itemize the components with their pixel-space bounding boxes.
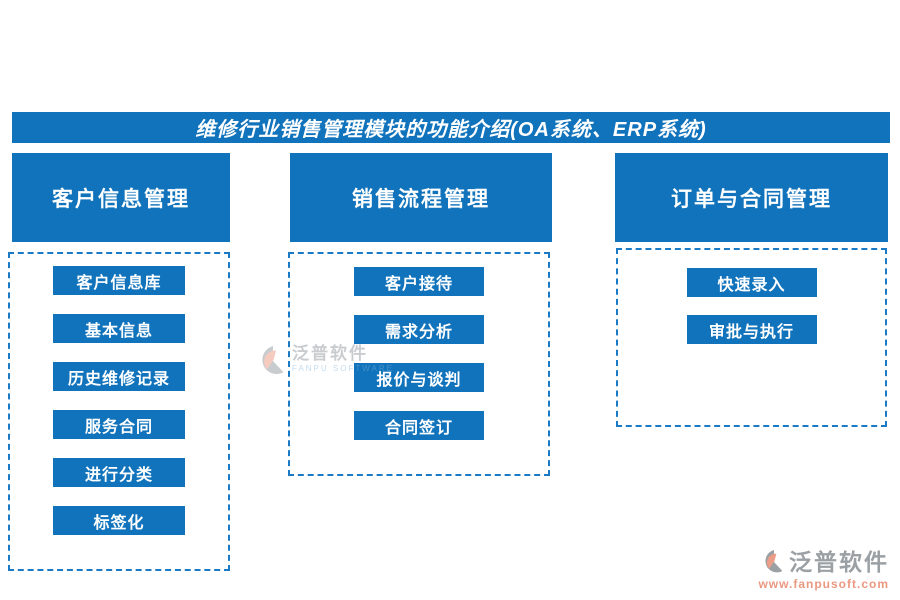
panel-order-contract: 快速录入 审批与执行	[616, 248, 887, 427]
item-quick-entry: 快速录入	[686, 268, 817, 297]
item-tagging: 标签化	[53, 506, 185, 535]
fanpu-logo-icon	[262, 346, 284, 375]
column-header-customer-info: 客户信息管理	[12, 153, 230, 242]
item-classification: 进行分类	[53, 458, 185, 487]
item-approval-execution: 审批与执行	[686, 315, 817, 344]
panel-sales-process: 客户接待 需求分析 报价与谈判 合同签订	[288, 252, 550, 476]
corner-watermark: 泛普软件 www.fanpusoft.com	[758, 548, 889, 591]
watermark-brand-text: 泛普软件	[789, 549, 889, 575]
item-repair-history: 历史维修记录	[53, 362, 185, 391]
item-quote-negotiation: 报价与谈判	[354, 363, 484, 392]
item-contract-signing: 合同签订	[354, 411, 484, 440]
page-title: 维修行业销售管理模块的功能介绍(OA系统、ERP系统)	[12, 112, 890, 143]
item-basic-info: 基本信息	[53, 314, 185, 343]
item-customer-reception: 客户接待	[354, 267, 484, 296]
watermark-url-text: www.fanpusoft.com	[758, 577, 889, 591]
item-demand-analysis: 需求分析	[354, 315, 484, 344]
item-customer-info-db: 客户信息库	[53, 266, 185, 295]
panel-customer-info: 客户信息库 基本信息 历史维修记录 服务合同 进行分类 标签化	[8, 252, 230, 571]
fanpu-logo-icon	[765, 550, 783, 573]
item-service-contract: 服务合同	[53, 410, 185, 439]
column-header-order-contract: 订单与合同管理	[615, 153, 888, 242]
column-header-sales-process: 销售流程管理	[290, 153, 552, 242]
